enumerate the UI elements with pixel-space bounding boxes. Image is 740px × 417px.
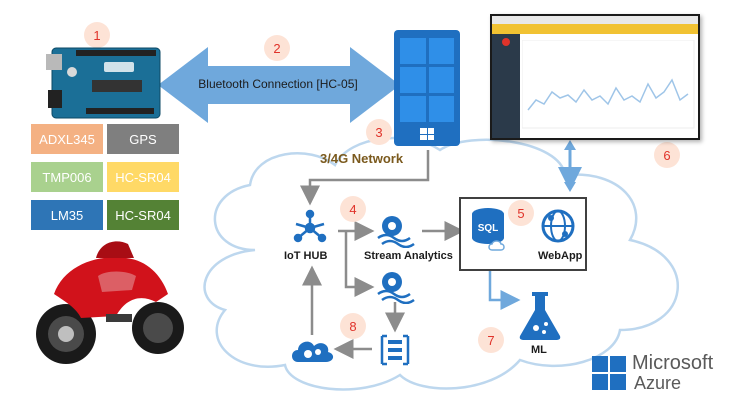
- dashboard-titlebar: [492, 16, 698, 24]
- step-number-1: 1: [84, 22, 110, 48]
- sensor-label: TMP006: [42, 169, 92, 185]
- arduino-board-image: [46, 44, 164, 122]
- dashboard-line-chart: [522, 40, 695, 129]
- step-number-5: 5: [508, 200, 534, 226]
- stream-analytics-icon: [377, 272, 415, 305]
- sensor-chip-tmp006: TMP006: [31, 162, 103, 192]
- bluetooth-arrow: [158, 47, 400, 123]
- brand-line-2: Azure: [634, 373, 682, 393]
- event-hub-icon: [380, 334, 410, 366]
- sensor-chip-lm35: LM35: [31, 200, 103, 230]
- stream-analytics-icon: [377, 216, 415, 249]
- sensor-label: GPS: [129, 131, 157, 147]
- function-node: [290, 336, 334, 364]
- phone-device: [394, 30, 460, 146]
- step-number-6: 6: [654, 142, 680, 168]
- sensor-label: HC-SR04: [115, 207, 171, 223]
- step-number-2: 2: [264, 35, 290, 61]
- sql-database-icon: SQL: [472, 208, 505, 251]
- iot-hub-icon: [293, 209, 327, 243]
- sensor-label: LM35: [50, 207, 84, 223]
- iot-hub-label: IoT HUB: [284, 250, 328, 262]
- dashboard-screenshot: [490, 14, 700, 140]
- sensor-chip-hcsr04-yellow: HC-SR04: [107, 162, 179, 192]
- webapp-label: WebApp: [538, 250, 583, 262]
- sensor-label: HC-SR04: [115, 169, 171, 185]
- microsoft-azure-logo: Microsoft Azure: [592, 352, 732, 396]
- network-label: 3/4G Network: [320, 151, 404, 166]
- sensor-chip-hcsr04-green: HC-SR04: [107, 200, 179, 230]
- flask-icon: [519, 292, 561, 340]
- phone-tile-grid: [400, 38, 454, 122]
- sensor-chip-adxl345: ADXL345: [31, 124, 103, 154]
- arduino-icon: [46, 47, 161, 119]
- ml-node: [516, 290, 564, 342]
- stream-analytics-label: Stream Analytics: [364, 250, 453, 262]
- phone-to-iothub-line: [300, 150, 430, 206]
- dashboard-sidebar: [492, 34, 520, 138]
- globe-icon: [541, 209, 575, 243]
- cloud-gear-icon: [292, 341, 334, 362]
- motorcycle-icon: [36, 241, 184, 364]
- ml-label: ML: [531, 344, 547, 356]
- windows-flag-icon: [592, 356, 626, 390]
- webapp-node: [540, 208, 576, 244]
- sql-node: SQL: [470, 206, 512, 254]
- step-number-3: 3: [366, 119, 392, 145]
- step-number-8: 8: [340, 313, 366, 339]
- stream-analytics-node-2: [374, 268, 418, 305]
- iot-hub-node: [290, 208, 330, 248]
- sensor-chip-gps: GPS: [107, 124, 179, 154]
- iothub-to-stream2-line: [344, 231, 375, 297]
- step-number-7: 7: [478, 327, 504, 353]
- motorcycle-image: [36, 236, 186, 376]
- event-hub-node: [378, 334, 412, 366]
- windows-logo-icon: [420, 128, 434, 140]
- dashboard-topbar: [492, 24, 698, 34]
- stream-analytics-node: [374, 212, 418, 249]
- step-number-4: 4: [340, 196, 366, 222]
- bluetooth-label: Bluetooth Connection [HC-05]: [198, 77, 358, 91]
- sql-label: SQL: [478, 223, 499, 234]
- brand-line-1: Microsoft: [632, 352, 714, 374]
- sensor-label: ADXL345: [39, 131, 95, 147]
